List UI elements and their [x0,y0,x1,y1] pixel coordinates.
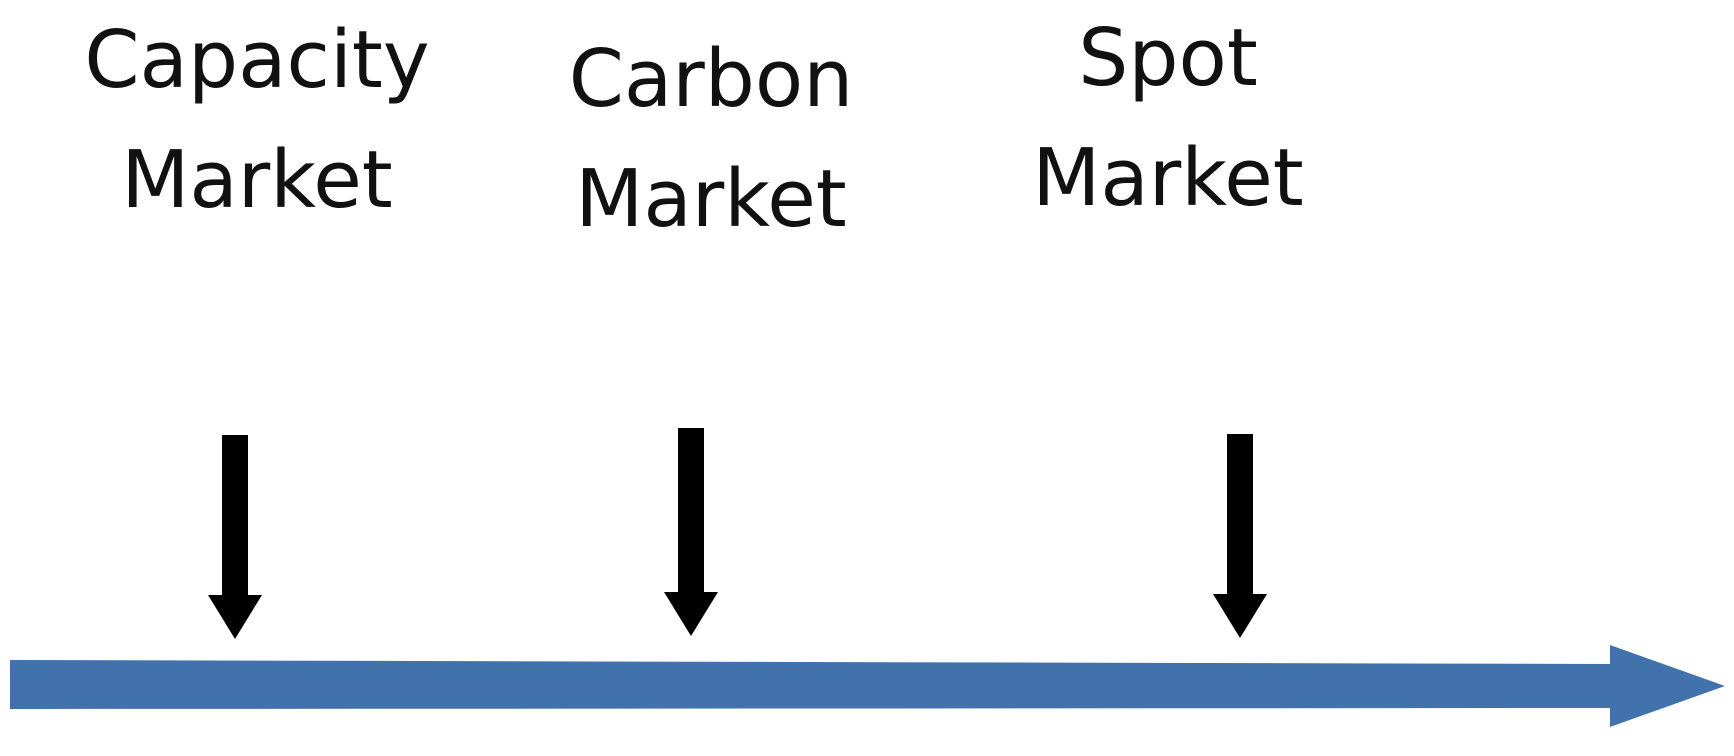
capacity-arrow-shaft [222,435,248,599]
carbon-arrow-shaft [678,428,704,595]
capacity-arrow-head [208,595,262,639]
spot-market-label-line2: Market [1032,132,1304,224]
carbon-market-label-line2: Market [575,153,847,245]
spot-market-label-line1: Spot [1078,12,1258,104]
capacity-market-label-line1: Capacity [84,14,430,106]
capacity-market-label: Capacity Market [47,0,467,240]
carbon-arrow-head [664,592,718,636]
capacity-market-label-line2: Market [121,134,393,226]
carbon-market-label: Carbon Market [501,19,921,259]
timeline-arrow [10,645,1725,727]
spot-arrow-shaft [1227,434,1253,598]
spot-arrow-head [1213,594,1267,638]
carbon-market-label-line1: Carbon [568,33,854,125]
spot-market-label: Spot Market [958,0,1378,238]
timeline-arrow-shape [10,645,1725,727]
